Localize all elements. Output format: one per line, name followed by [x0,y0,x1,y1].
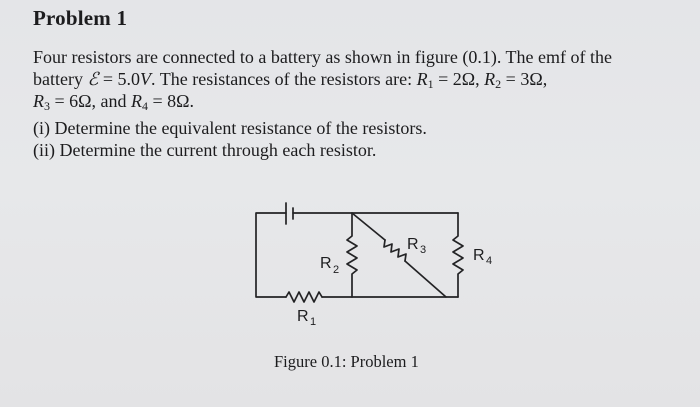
resistor-r3-wire-b [404,260,447,298]
r1-index: 1 [427,77,434,91]
intro-text: Four resistors are connected to a batter… [33,47,612,67]
r3-value: = 6Ω, and [54,91,127,111]
question-2: (ii) Determine the current through each … [33,140,377,160]
r1-value: = 2Ω, [438,69,480,89]
r2-value: = 3Ω, [505,69,548,89]
problem-statement-line-3: R3 = 6Ω, and R4 = 8Ω. [33,91,195,113]
problem-title: Problem 1 [33,6,128,30]
emf-equals: = 5.0 [102,69,141,89]
r3-letter: R [33,91,44,111]
resistor-r2 [346,212,358,298]
problem-statement-line-1: Four resistors are connected to a batter… [33,47,612,67]
resistances-text: . The resistances of the resistors are: [151,69,413,89]
label-r3-letter: R [407,236,419,253]
question-1: (i) Determine the equivalent resistance … [33,118,427,138]
figure-caption: Figure 0.1: Problem 1 [274,352,419,371]
emf-unit: V [140,69,152,89]
label-r1-index: 1 [310,316,316,328]
label-r2-letter: R [320,255,332,272]
label-r4-letter: R [473,247,485,264]
wire-left [255,212,287,298]
label-r4-index: 4 [486,255,492,267]
resistor-r1 [285,291,323,303]
resistor-r3 [383,239,407,262]
r2-letter: R [484,69,496,89]
r4-value: = 8Ω. [152,91,195,111]
resistor-r3-wire-a [351,212,386,241]
resistor-r4 [452,212,464,298]
r3-index: 3 [44,99,50,113]
r4-letter: R [131,91,143,111]
problem-statement-line-2: battery ℰ = 5.0V. The resistances of the… [33,69,548,91]
label-r1-letter: R [297,308,309,325]
r4-index: 4 [142,99,149,113]
r1-letter: R [416,69,428,89]
battery-word: battery [33,69,83,89]
label-r3-index: 3 [420,244,426,256]
r2-index: 2 [495,77,502,91]
label-r2-index: 2 [333,264,339,276]
emf-symbol: ℰ [87,69,99,89]
